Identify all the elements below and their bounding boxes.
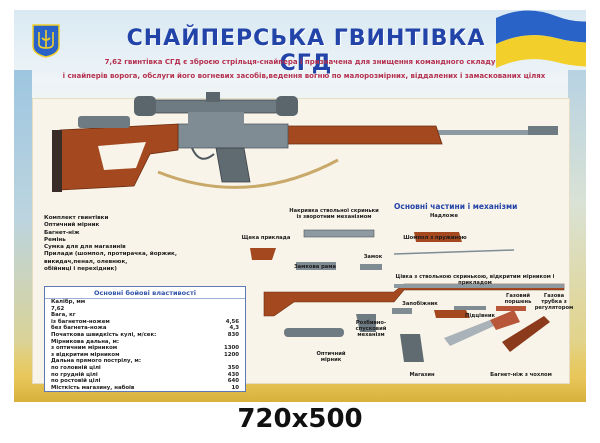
property-label: із багнетом-ножем: [51, 318, 110, 325]
property-row: без багнета-ножа 4,3: [45, 325, 245, 332]
property-row: з відкритим мірником 1200: [45, 352, 245, 359]
property-row: Калібр, мм: [45, 299, 245, 306]
left-flag-band: [14, 70, 32, 402]
part-label-pad: Підцівник: [465, 313, 495, 319]
page-title: СНАЙПЕРСЬКА ГВИНТІВКА СГД: [126, 26, 486, 76]
property-row: Мірникова дальна, м:: [45, 339, 245, 346]
property-row: із багнетом-ножем 4,56: [45, 319, 245, 326]
part-label-gas-tube: Газова трубка з регулятором: [534, 293, 574, 311]
property-label: Місткість магазину, набоїв: [51, 384, 135, 391]
part-label-gas-piston: Газовий поршень: [504, 293, 532, 305]
size-label: 720x500: [237, 404, 363, 434]
part-label-bolt: Замок: [363, 254, 383, 260]
property-label: Дальна прямого пострілу, м:: [51, 358, 141, 365]
property-row: Вага, кг: [45, 312, 245, 319]
property-label: по грудній цілі: [51, 371, 98, 378]
kit-list: Комплект гвинтівки Оптичний мірник Багне…: [44, 215, 214, 273]
part-label-handguard: Надложе: [429, 213, 459, 219]
poster: СНАЙПЕРСЬКА ГВИНТІВКА СГД 7,62 гвинтівка…: [14, 10, 586, 402]
subtitle-line-1: 7,62 гвинтівка СГД є зброєю стрільця-сна…: [104, 58, 496, 66]
property-value: 640: [227, 378, 239, 385]
property-row: з оптичним мірником 1300: [45, 345, 245, 352]
property-row: по головній цілі 350: [45, 365, 245, 372]
subtitle-line-2: і снайперів ворога, обслуги його вогневи…: [62, 72, 546, 80]
property-row: Початкова швидкість кулі, м/сек: 830: [45, 332, 245, 339]
rifle-illustration: [52, 92, 558, 192]
kit-item: обійниці і перехідник): [44, 266, 117, 273]
property-row: по ростовій цілі 640: [45, 378, 245, 385]
property-row: по грудній цілі 430: [45, 372, 245, 379]
part-label-fuse: Запобіжник: [402, 301, 438, 307]
property-value: 10: [231, 384, 239, 391]
property-row: Дальна прямого пострілу, м:: [45, 358, 245, 365]
part-label-bayonet: Багнет-ніж з чохлом: [490, 372, 552, 378]
parts-title: Основні частини і механізми: [394, 202, 518, 211]
parts-illustration: [250, 229, 565, 362]
kit-item: Багнет-ніж: [44, 229, 80, 236]
part-label-receiver: Цівка з ствольною скринькою, відкритим м…: [395, 274, 555, 286]
kit-item: Ремінь: [44, 236, 66, 243]
trident-coat-of-arms-icon: [32, 24, 60, 58]
property-row: 7,62: [45, 306, 245, 313]
part-label-magazine: Магазин: [409, 372, 435, 378]
property-label: без багнета-ножа: [51, 325, 107, 332]
property-value: 4,56: [225, 318, 239, 325]
property-row: Місткість магазину, набоїв 10: [45, 385, 245, 392]
property-label: по ростовій цілі: [51, 378, 101, 385]
property-label: Початкова швидкість кулі, м/сек:: [51, 331, 157, 338]
part-label-cheek: Щека приклада: [241, 235, 291, 241]
property-label: по головній цілі: [51, 364, 101, 371]
property-value: 430: [227, 371, 239, 378]
part-label-bolt-frame: Замкова рама: [293, 264, 337, 270]
property-label: 7,62: [51, 305, 65, 312]
part-label-trigger: Розбивно-спусковий механізм: [355, 320, 387, 338]
property-value: 1300: [223, 345, 239, 352]
property-value: 4,3: [229, 325, 239, 332]
property-label: Калібр, мм: [51, 299, 86, 305]
part-label-cover: Накривка ствольної скриньки із зворотним…: [289, 208, 379, 220]
property-label: з оптичним мірником: [51, 345, 118, 352]
kit-item: викидач,пенал, олевнюк,: [44, 258, 128, 265]
kit-item: Сумка для для магазинів: [44, 244, 126, 251]
property-label: Мірникова дальна, м:: [51, 338, 120, 345]
part-label-scope: Оптичний мірник: [316, 351, 346, 363]
property-value: 350: [227, 364, 239, 371]
part-label-ramrod: Шомпол з пружиною: [403, 235, 467, 241]
ukrainian-flag-icon: [496, 10, 586, 68]
right-field-band: [568, 70, 586, 402]
property-label: з відкритим мірником: [51, 351, 120, 358]
property-value: 830: [227, 331, 239, 338]
property-label: Вага, кг: [51, 312, 76, 319]
kit-item: Прилади (шомпол, протирачка, йоржик,: [44, 251, 177, 258]
combat-properties-title: Основні бойові властивості: [45, 287, 245, 299]
kit-item: Оптичний мірник: [44, 222, 100, 229]
kit-item: Комплект гвинтівки: [44, 215, 109, 221]
property-value: 1200: [223, 351, 239, 358]
